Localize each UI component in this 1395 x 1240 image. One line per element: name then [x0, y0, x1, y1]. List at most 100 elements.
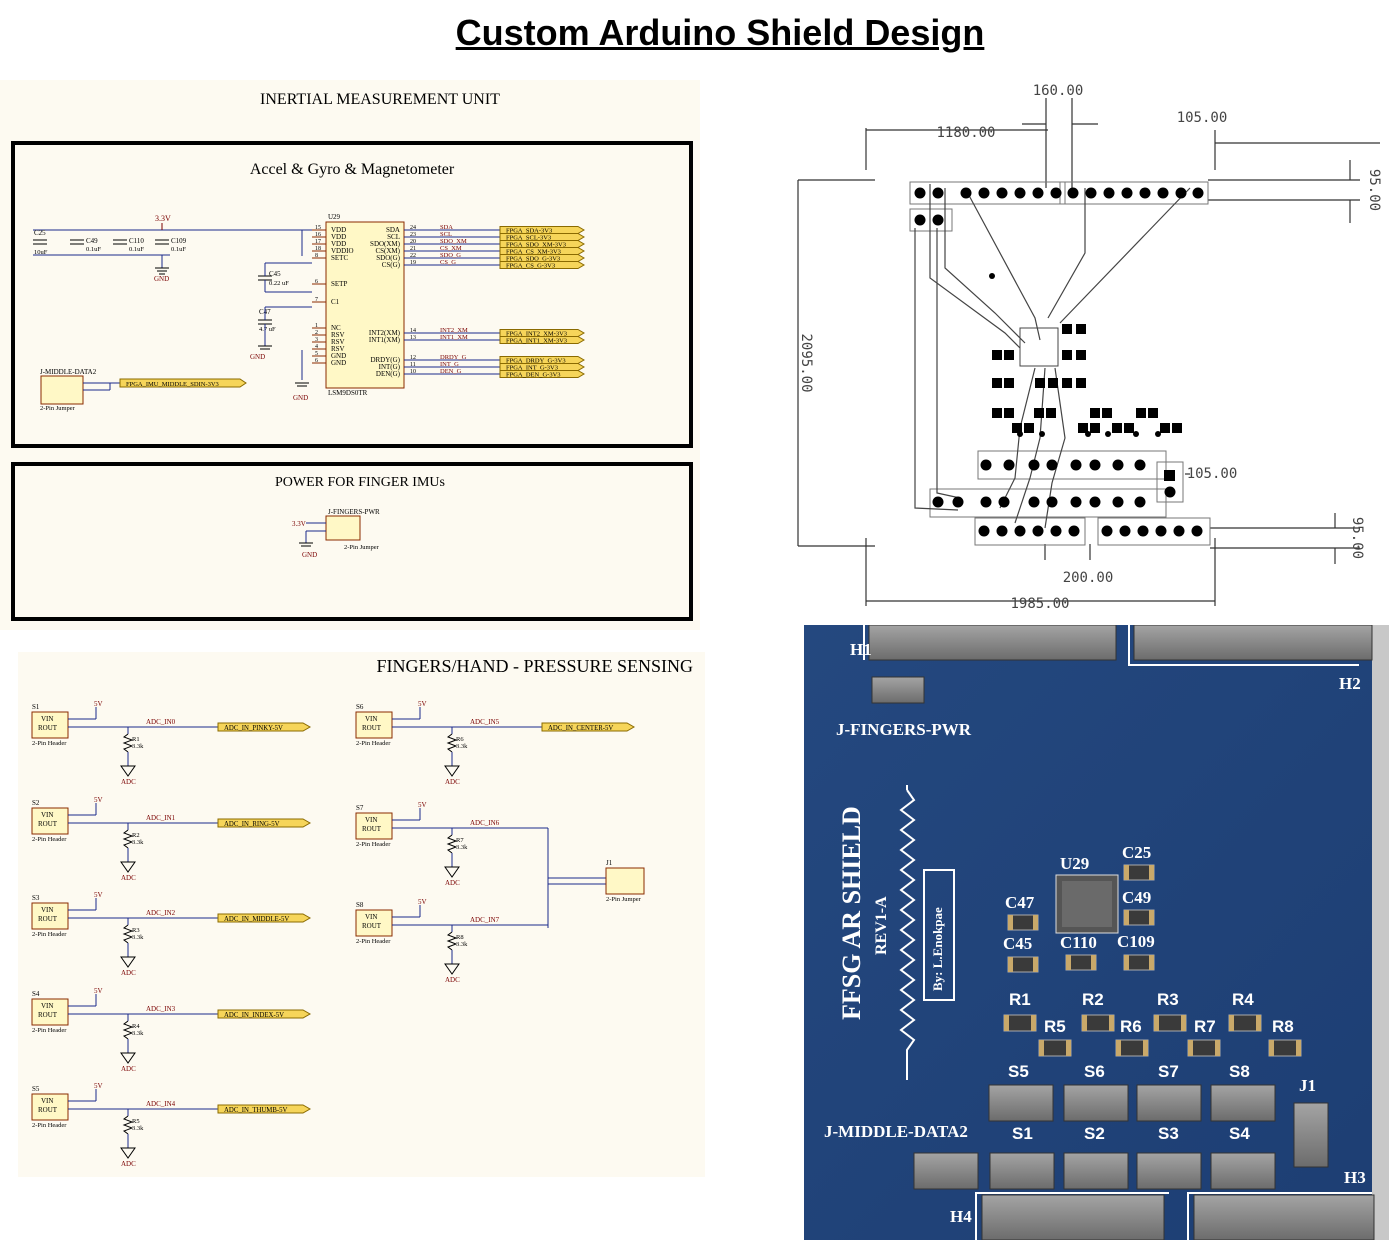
- port-arrow: [499, 247, 585, 255]
- port-arrow: [499, 226, 585, 234]
- label-switch-bot: S2: [1084, 1124, 1105, 1143]
- label-c49: C49: [1122, 888, 1151, 907]
- vin-label: VIN: [365, 816, 377, 824]
- adc-net: ADC_IN4: [146, 1100, 176, 1108]
- svg-text:J-FINGERS-PWR: J-FINGERS-PWR: [328, 508, 380, 516]
- adc-net: ADC_IN7: [470, 916, 500, 924]
- ic-pin-name: RSV: [331, 345, 345, 353]
- ic-pin-name: VDDIO: [331, 247, 354, 255]
- ic-pin-name: DEN(G): [376, 370, 401, 378]
- ic-pin-num: 3: [315, 337, 318, 343]
- dim-2095: 2095.00: [798, 333, 814, 392]
- ic-pin-num: 18: [315, 246, 321, 252]
- adc-label: ADC: [121, 778, 136, 786]
- ic-pin-num: 10: [410, 369, 416, 375]
- net-label: SCL: [440, 231, 452, 238]
- header-type: 2-Pin Header: [32, 836, 67, 843]
- ic-pin-name: SDO(G): [376, 254, 400, 262]
- label-res-top: R4: [1232, 990, 1254, 1009]
- svg-text:FPGA_IMU_MIDDLE_SDIN-3V3: FPGA_IMU_MIDDLE_SDIN-3V3: [126, 381, 219, 388]
- rout-label: ROUT: [38, 820, 58, 828]
- rout-label: ROUT: [362, 922, 382, 930]
- res-val: 3.3k: [456, 844, 468, 851]
- header-type: 2-Pin Header: [32, 1122, 67, 1129]
- sensor-ref: S4: [32, 990, 40, 998]
- port-label: FPGA_SCL-3V3: [506, 235, 551, 242]
- ic-pin-num: 1: [315, 323, 318, 329]
- label-res-bot: R6: [1120, 1017, 1142, 1036]
- imu-box-title: Accel & Gyro & Magnetometer: [250, 161, 455, 178]
- ic-pin-num: 21: [410, 246, 416, 252]
- res-ref: R1: [132, 736, 140, 743]
- label-switch-top: S8: [1229, 1062, 1250, 1081]
- ic-pin-name: VDD: [331, 226, 346, 234]
- adc-label: ADC: [121, 969, 136, 977]
- label-c110: C110: [1060, 933, 1097, 952]
- res-ref: R5: [132, 1118, 140, 1125]
- port-arrow: [499, 356, 585, 364]
- ic-pin-name: GND: [331, 352, 346, 360]
- rout-label: ROUT: [38, 724, 58, 732]
- label-c47: C47: [1005, 893, 1035, 912]
- net-label: SDO_G: [440, 252, 461, 259]
- ic-pin-name: CS(XM): [375, 247, 400, 255]
- net-label: INT2_XM: [440, 327, 468, 334]
- svg-text:J1: J1: [606, 859, 613, 867]
- svg-text:2-Pin Jumper: 2-Pin Jumper: [344, 544, 380, 551]
- res-val: 3.3k: [132, 934, 144, 941]
- vin-label: VIN: [41, 1097, 53, 1105]
- net-label: SDO_XM: [440, 238, 467, 245]
- port-arrow: [499, 233, 585, 241]
- net-5v: 5V: [94, 1082, 103, 1090]
- adc-net: ADC_IN6: [470, 819, 500, 827]
- label-shield: FFSG AR SHIELD: [837, 806, 866, 1020]
- svg-text:0.1uF: 0.1uF: [171, 246, 186, 253]
- ic-pin-name: SCL: [387, 233, 400, 241]
- ic-pin-name: RSV: [331, 331, 345, 339]
- adc-label: ADC: [121, 1065, 136, 1073]
- ic-pin-num: 14: [410, 328, 416, 334]
- port-arrow: [499, 254, 585, 262]
- res-ref: R3: [132, 927, 140, 934]
- res-ref: R6: [456, 736, 464, 743]
- ic-pin-num: 13: [410, 335, 416, 341]
- adc-port: [217, 913, 312, 923]
- adc-net: ADC_IN5: [470, 718, 500, 726]
- net-5v: 5V: [94, 891, 103, 899]
- port-label: FPGA_SDO_G-3V3: [506, 256, 560, 263]
- j1-jumper: J1 2-Pin Jumper: [547, 828, 645, 928]
- res-val: 3.3k: [456, 941, 468, 948]
- ic-pin-name: VDD: [331, 240, 346, 248]
- rout-label: ROUT: [362, 724, 382, 732]
- vin-label: VIN: [41, 715, 53, 723]
- sensor-ref: S2: [32, 799, 40, 807]
- svg-text:U29: U29: [328, 213, 341, 221]
- ic-pin-name: INT(G): [379, 363, 401, 371]
- adc-port-label: ADC_IN_RING-5V: [224, 821, 280, 828]
- dim-1985: 1985.00: [1010, 596, 1069, 612]
- label-fingers-pwr: J-FINGERS-PWR: [836, 720, 972, 739]
- svg-text:0.22 uF: 0.22 uF: [269, 280, 289, 287]
- vin-label: VIN: [41, 811, 53, 819]
- port-arrow: [499, 370, 585, 378]
- vin-label: VIN: [365, 913, 377, 921]
- adc-port: [217, 1009, 312, 1019]
- vin-label: VIN: [365, 715, 377, 723]
- res-val: 3.3k: [456, 743, 468, 750]
- port-label: FPGA_CS_G-3V3: [506, 263, 555, 270]
- ic-pin-num: 23: [410, 232, 416, 238]
- ic-pin-num: 22: [410, 253, 416, 259]
- net-5v: 5V: [94, 796, 103, 804]
- ic-pin-num: 19: [410, 260, 416, 266]
- port-label: FPGA_SDA-3V3: [506, 228, 552, 235]
- label-h1: H1: [850, 640, 872, 659]
- port-label: FPGA_CS_XM-3V3: [506, 249, 561, 256]
- res-val: 3.3k: [132, 743, 144, 750]
- label-h3: H3: [1344, 1168, 1366, 1187]
- label-u29: U29: [1060, 854, 1089, 873]
